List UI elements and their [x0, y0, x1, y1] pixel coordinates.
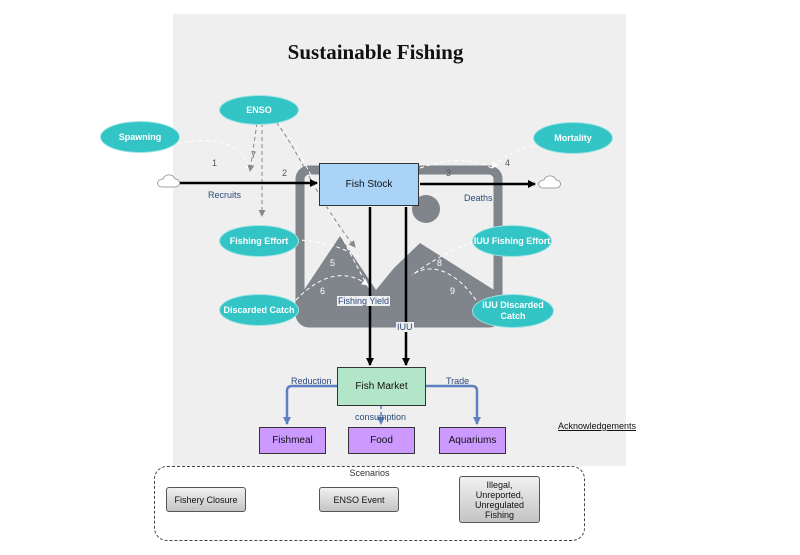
fishery-closure-button[interactable]: Fishery Closure	[166, 487, 246, 512]
link-number: 6	[320, 286, 326, 296]
trade-flow-label: Trade	[446, 376, 470, 386]
fishing-yield-flow-label: Fishing Yield	[337, 296, 391, 306]
link-number: 7	[251, 150, 257, 160]
link-number: 8	[437, 258, 443, 268]
scenarios-panel	[154, 466, 585, 541]
iuu-fishing-button[interactable]: Illegal, Unreported, Unregulated Fishing	[459, 476, 540, 523]
discarded-catch-variable[interactable]: Discarded Catch	[219, 294, 299, 326]
iuu-discarded-catch-variable[interactable]: IUU Discarded Catch	[472, 294, 554, 328]
link-number: 3	[446, 168, 452, 178]
link-number: 2	[282, 168, 288, 178]
flow-arrows	[180, 179, 536, 366]
dashed-links	[163, 113, 534, 301]
scenarios-title: Scenarios	[349, 468, 390, 478]
iuu-flow-label: IUU	[396, 322, 414, 332]
enso-event-button[interactable]: ENSO Event	[319, 487, 399, 512]
food-box[interactable]: Food	[348, 427, 415, 454]
reduction-flow-label: Reduction	[291, 376, 332, 386]
fishmeal-box[interactable]: Fishmeal	[259, 427, 326, 454]
link-number: 5	[330, 258, 336, 268]
recruits-flow-label: Recruits	[208, 190, 242, 200]
link-number: 4	[505, 158, 511, 168]
link-number: 9	[450, 286, 456, 296]
page-title: Sustainable Fishing	[287, 40, 464, 64]
aquariums-box[interactable]: Aquariums	[439, 427, 506, 454]
link-number: 1	[212, 158, 218, 168]
fish-stock-box[interactable]: Fish Stock	[319, 163, 419, 206]
fishing-effort-variable[interactable]: Fishing Effort	[219, 225, 299, 257]
consumption-flow-label: consumption	[355, 412, 407, 422]
enso-variable[interactable]: ENSO	[219, 95, 299, 125]
cloud-icon	[538, 175, 561, 189]
market-arrows	[283, 384, 481, 425]
fish-market-box[interactable]: Fish Market	[337, 367, 426, 406]
deaths-flow-label: Deaths	[464, 193, 493, 203]
spawning-variable[interactable]: Spawning	[100, 121, 180, 153]
cloud-icon	[157, 174, 180, 188]
mortality-variable[interactable]: Mortality	[533, 122, 613, 154]
iuu-fishing-effort-variable[interactable]: IUU Fishing Effort	[472, 225, 552, 257]
acknowledgements-link[interactable]: Acknowledgements	[558, 421, 637, 431]
